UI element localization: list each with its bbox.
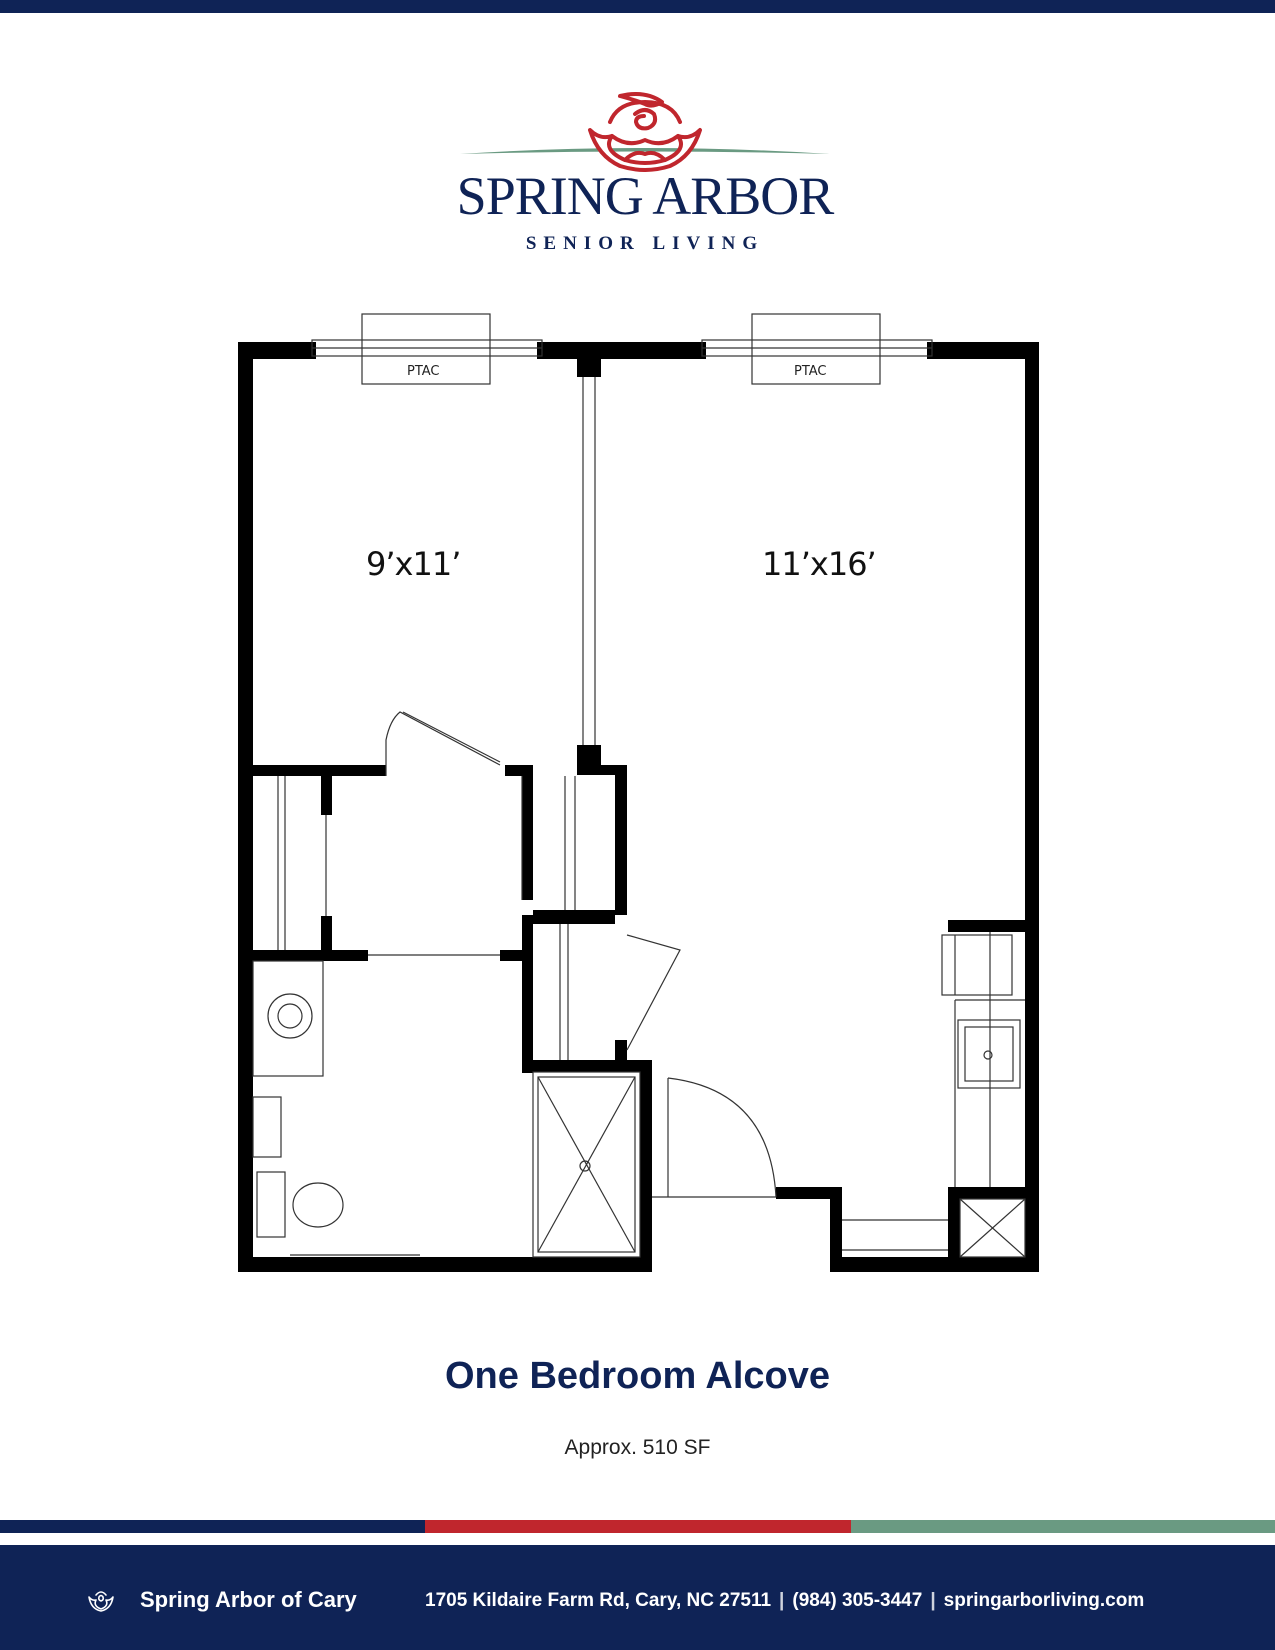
spring-arbor-logo: SPRING ARBOR SENIOR LIVING <box>430 92 860 262</box>
footer-contact: 1705 Kildaire Farm Rd, Cary, NC 27511 | (9… <box>425 1591 1144 1610</box>
living-room-dimensions: 11’x16’ <box>762 545 877 583</box>
bedroom-dimensions: 9’x11’ <box>366 545 461 583</box>
rose-logo-icon <box>460 92 830 172</box>
unit-title: One Bedroom Alcove <box>444 1355 830 1397</box>
community-name: Spring Arbor of Cary <box>140 1587 357 1612</box>
address-text: 1705 Kildaire Farm Rd, Cary, NC 27511 <box>425 1590 772 1611</box>
brand-tagline: SENIOR LIVING <box>525 233 765 254</box>
ptac-label-living: PTAC <box>794 364 827 379</box>
fixtures <box>252 313 1026 1258</box>
floor-plan: PTAC PTAC 9’x11’ 11’x16’ <box>220 305 1050 1285</box>
floor-plan-drawing <box>238 313 1039 1272</box>
website-link[interactable]: springarborliving.com <box>943 1590 1145 1611</box>
top-brand-bar <box>0 0 1275 13</box>
ptac-label-bedroom: PTAC <box>407 364 440 379</box>
stripe-green <box>851 1520 1275 1533</box>
separator: | <box>779 1590 785 1611</box>
stripe-navy <box>0 1520 425 1533</box>
footer: Spring Arbor of Cary 1705 Kildaire Farm … <box>0 1545 1275 1650</box>
brand-name: SPRING ARBOR <box>456 166 835 226</box>
unit-area: Approx. 510 SF <box>564 1436 711 1459</box>
rose-icon <box>88 1591 114 1612</box>
phone-link[interactable]: (984) 305-3447 <box>792 1590 923 1611</box>
stripe-red <box>425 1520 851 1533</box>
walls <box>238 342 1039 1272</box>
separator: | <box>930 1590 936 1611</box>
